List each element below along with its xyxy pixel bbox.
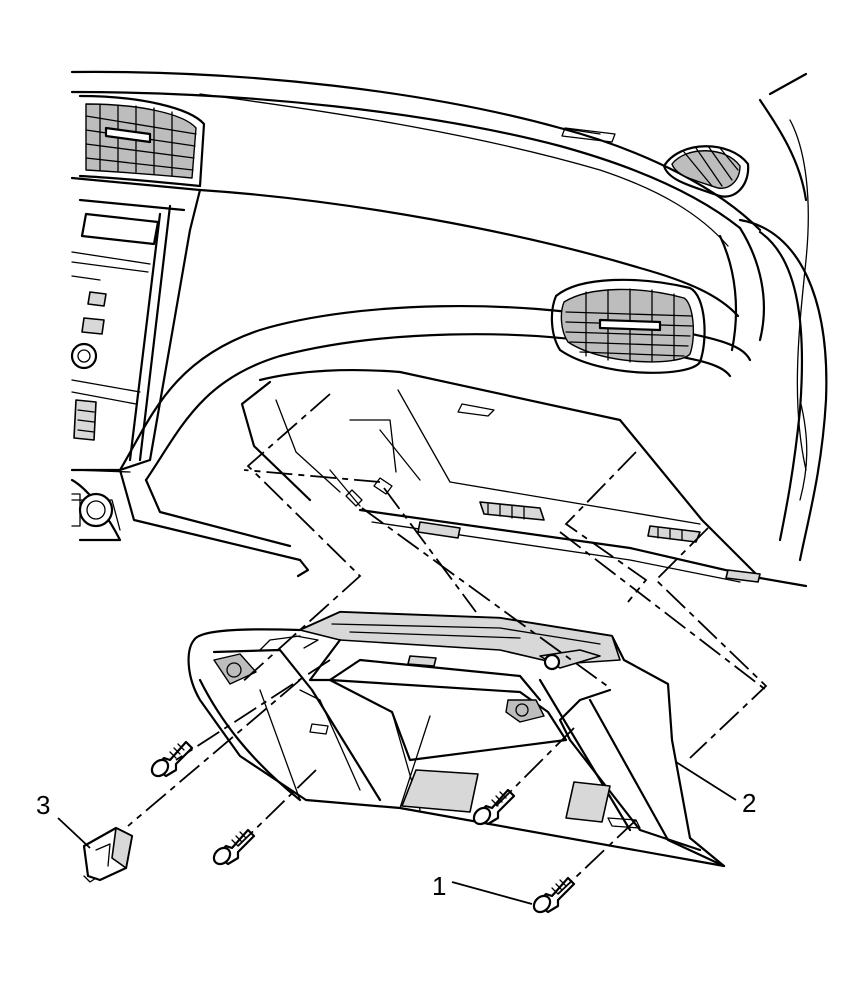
callout-3: 3 — [36, 790, 91, 849]
screw — [532, 876, 576, 914]
retainer-clip — [82, 826, 134, 883]
callout-label-1: 1 — [432, 871, 446, 901]
callout-1: 1 — [432, 871, 533, 905]
left-air-vent — [78, 94, 206, 188]
instrument-panel — [70, 70, 828, 588]
callout-label-2: 2 — [742, 788, 756, 818]
callout-label-3: 3 — [36, 790, 50, 820]
right-air-vent — [550, 278, 706, 374]
center-stack — [70, 176, 202, 528]
side-air-vent — [662, 145, 750, 198]
glove-box-compartment — [187, 610, 726, 868]
callout-2: 2 — [675, 761, 756, 818]
screw — [150, 740, 194, 778]
alignment-lines — [127, 393, 768, 895]
